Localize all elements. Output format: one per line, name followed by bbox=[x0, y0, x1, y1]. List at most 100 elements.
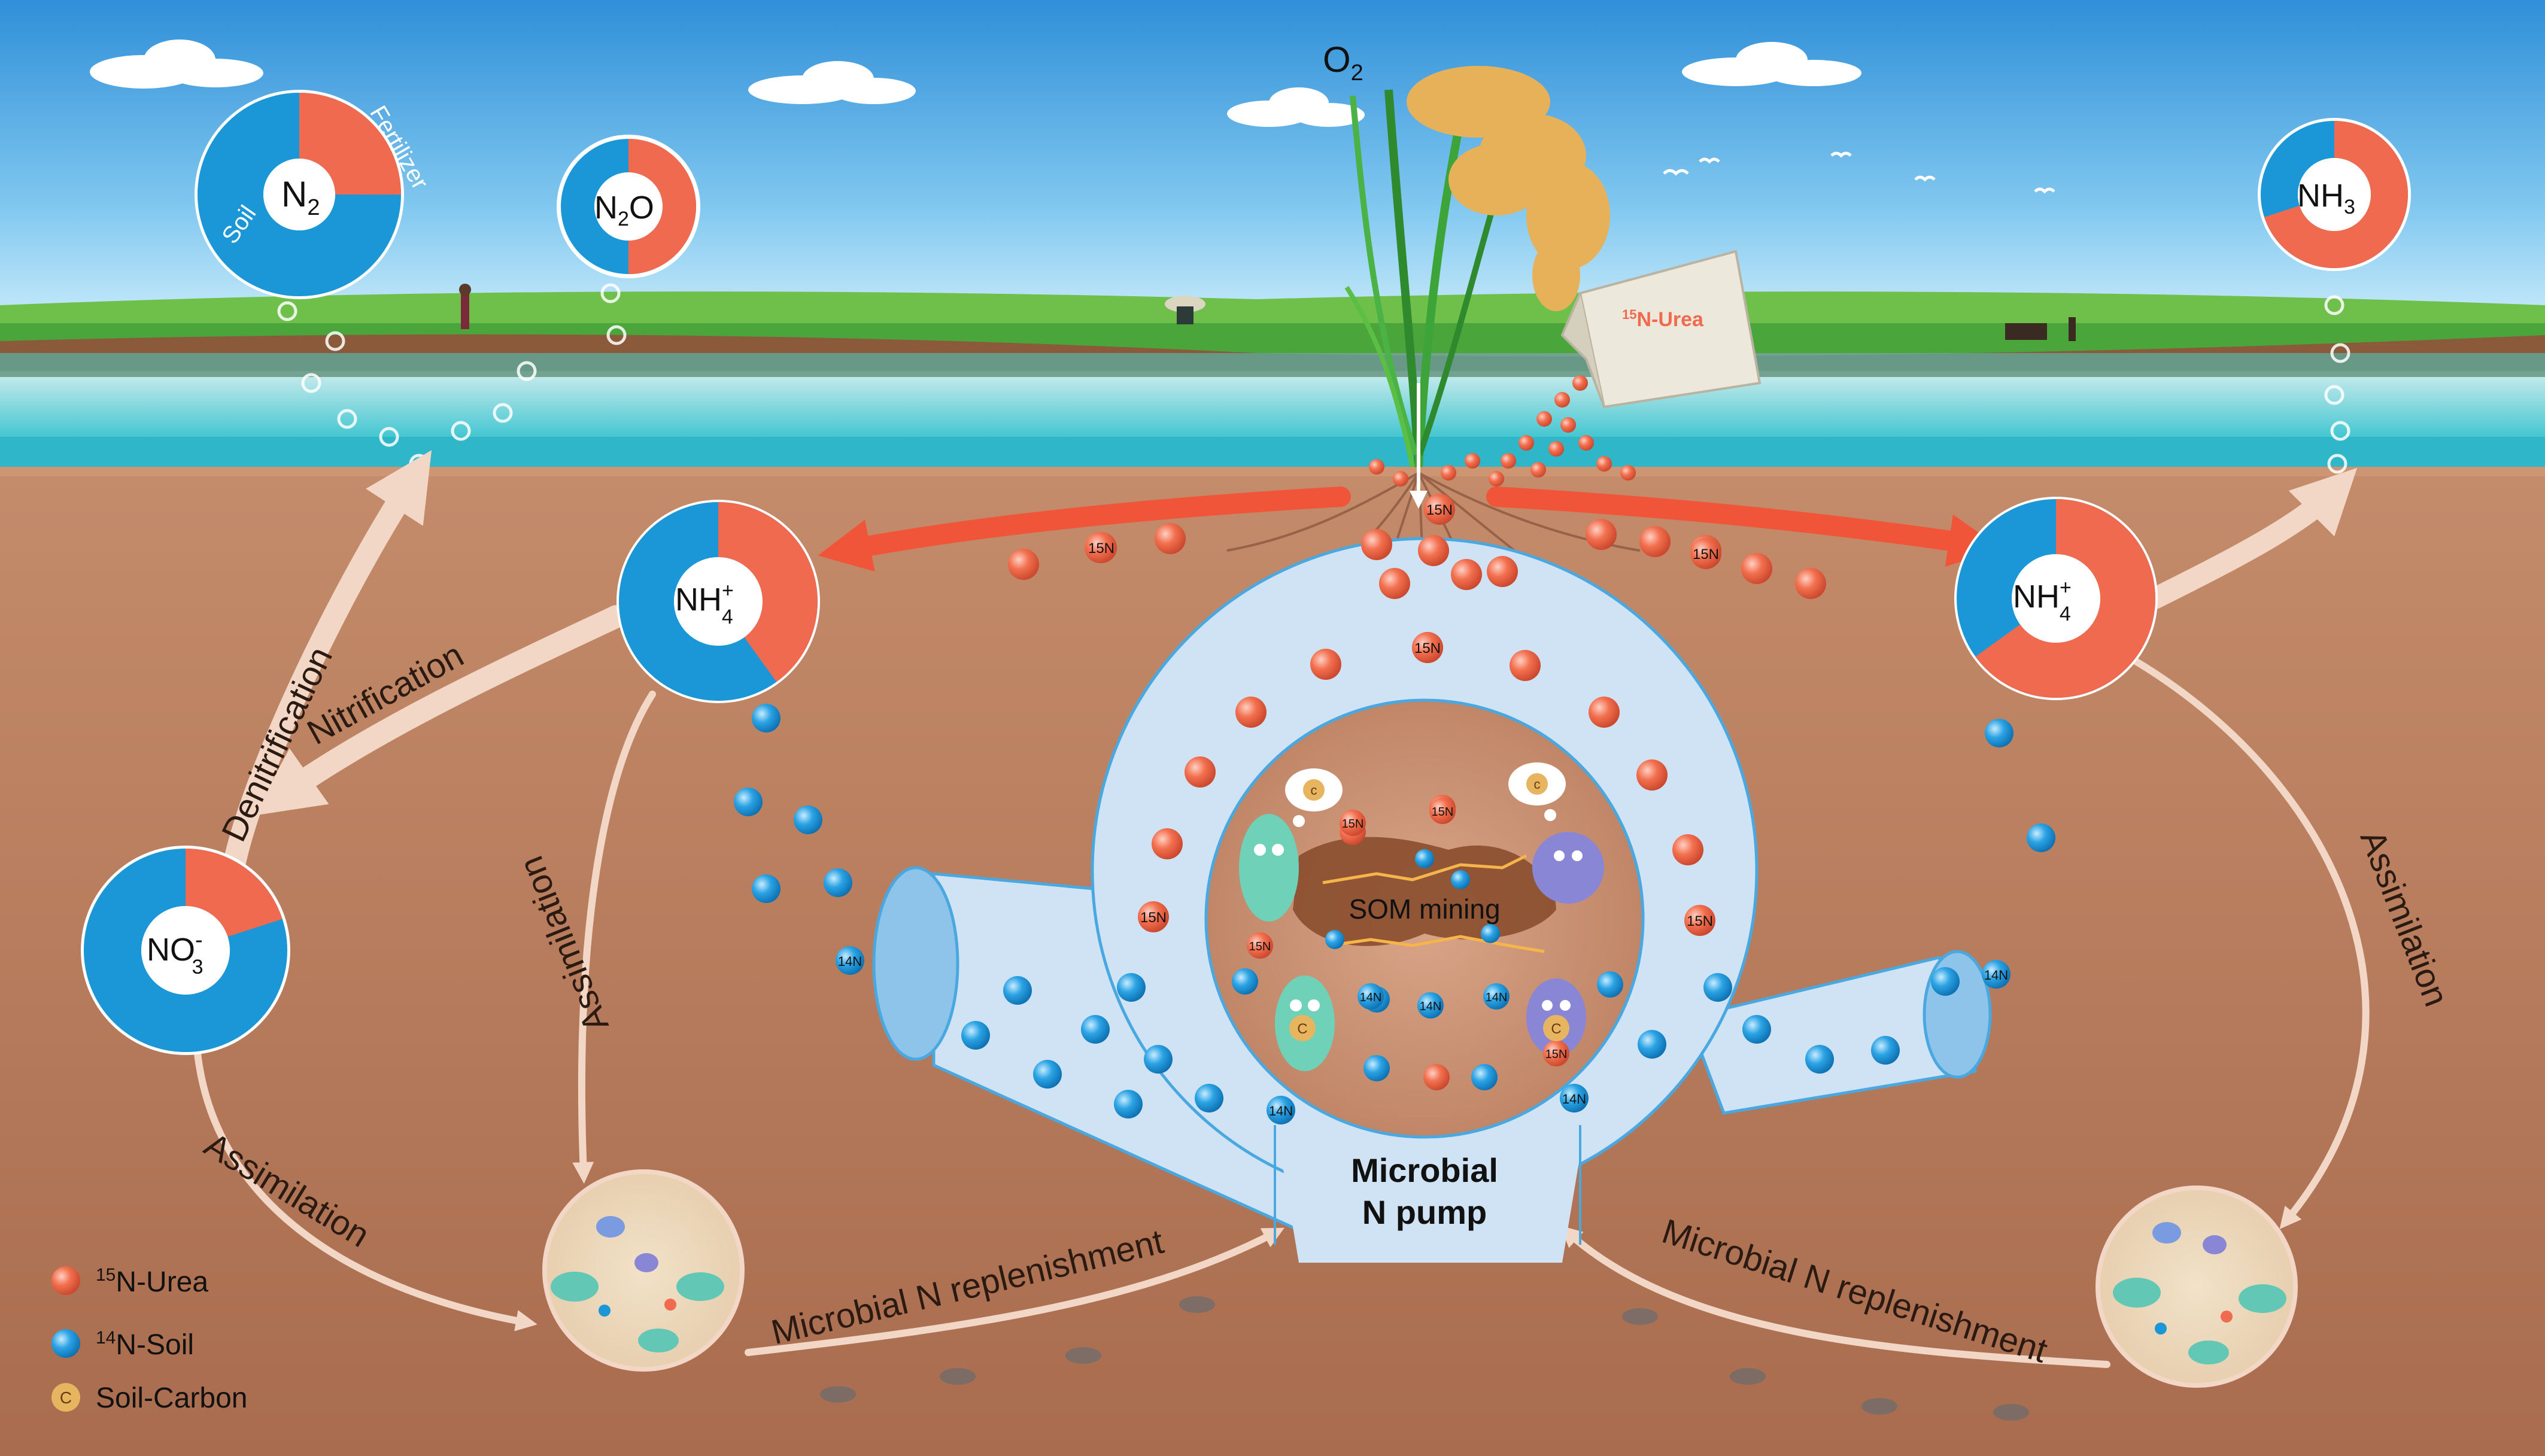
svg-text:15N: 15N bbox=[1426, 502, 1453, 518]
svg-text:C: C bbox=[1551, 1021, 1561, 1037]
n15-particle bbox=[1138, 901, 1169, 932]
som-mass bbox=[1293, 837, 1556, 946]
svg-text:15N: 15N bbox=[1432, 805, 1454, 819]
svg-text:14N: 14N bbox=[1420, 1000, 1442, 1013]
nh4-right-label: NH+4 bbox=[2013, 576, 2072, 625]
legend-carbon-label: Soil-Carbon bbox=[96, 1382, 247, 1414]
microbial-biomass-right bbox=[2095, 1186, 2298, 1388]
svg-text:14N: 14N bbox=[1562, 1092, 1586, 1107]
n15-particle bbox=[1424, 494, 1455, 525]
svg-text:15N: 15N bbox=[1249, 940, 1271, 953]
microbes bbox=[1239, 814, 1604, 1071]
svg-text:14N: 14N bbox=[1486, 991, 1508, 1004]
svg-text:c: c bbox=[1534, 777, 1541, 792]
n2o-fertilizer-segment bbox=[561, 139, 696, 274]
n14-particle bbox=[1417, 992, 1444, 1019]
no3-fertilizer-segment bbox=[84, 849, 287, 1052]
n15-particle bbox=[1543, 1040, 1569, 1066]
urea-to-nh4-left-arrow bbox=[818, 487, 1351, 572]
n15-particle bbox=[1429, 798, 1456, 824]
n2-donut bbox=[195, 90, 404, 299]
svg-text:15N: 15N bbox=[1545, 1048, 1568, 1061]
pump-inlet-opening bbox=[872, 866, 959, 1061]
svg-text:15N: 15N bbox=[1088, 540, 1114, 557]
carbon-particle bbox=[1543, 1015, 1569, 1041]
legend-n14-label: 14N-Soil bbox=[96, 1328, 194, 1361]
pump-base bbox=[1275, 1119, 1586, 1263]
nitrification-arrow bbox=[253, 605, 628, 816]
pump-outlet-opening bbox=[1923, 950, 1992, 1079]
n14-particle bbox=[1357, 983, 1384, 1010]
n14-particle bbox=[836, 946, 864, 975]
n2-label: N2 bbox=[281, 174, 320, 220]
nh4-left-fertilizer-segment bbox=[619, 502, 818, 701]
sky bbox=[0, 0, 2545, 335]
microbe-green-1 bbox=[1239, 814, 1299, 922]
no3-donut bbox=[81, 846, 290, 1055]
svg-text:14N: 14N bbox=[838, 954, 862, 969]
pump-title-2: N pump bbox=[1362, 1193, 1487, 1231]
microbial-biomass-left bbox=[542, 1169, 745, 1372]
urea-flow-arrows bbox=[818, 487, 2002, 572]
n15-particle bbox=[1340, 810, 1366, 836]
n14-particle bbox=[1982, 960, 2011, 989]
assimilation-arrow-no3 bbox=[194, 1050, 537, 1332]
n15-particle bbox=[1412, 632, 1443, 663]
nh4-left-donut bbox=[616, 500, 820, 703]
carbon-particle bbox=[1526, 773, 1548, 795]
microbial-debris bbox=[820, 1296, 2029, 1421]
svg-text:c: c bbox=[1311, 783, 1317, 798]
replenishment-arrow-left bbox=[745, 1227, 1284, 1356]
svg-text:15N: 15N bbox=[1693, 546, 1719, 563]
nh3-fertilizer-segment bbox=[2261, 121, 2408, 268]
pump-outlet-pipe bbox=[1685, 956, 1978, 1115]
n15-particle bbox=[1690, 538, 1721, 569]
field-people bbox=[459, 284, 2076, 341]
n15-particle bbox=[1247, 932, 1273, 959]
nh3-label: NH3 bbox=[2297, 178, 2355, 218]
svg-text:C: C bbox=[1297, 1021, 1307, 1037]
svg-text:14N: 14N bbox=[1360, 991, 1382, 1004]
svg-text:14N: 14N bbox=[1984, 968, 2008, 983]
pump-seam bbox=[1274, 1125, 1581, 1245]
n15-labeled-particles: 15N 15N 15N 15N 15N 15N 15N 15N 15N 15N bbox=[1086, 494, 1721, 1066]
svg-text:15N: 15N bbox=[1687, 913, 1713, 929]
n15-particle bbox=[1684, 905, 1715, 936]
svg-text:15N: 15N bbox=[1140, 910, 1167, 926]
nh3-donut bbox=[2258, 118, 2411, 271]
n15-particle bbox=[1086, 532, 1117, 563]
carbon-particle bbox=[1303, 779, 1325, 801]
clouds bbox=[90, 39, 1861, 127]
nh4-right-fertilizer-segment bbox=[1957, 499, 2155, 698]
svg-text:15N: 15N bbox=[1342, 817, 1364, 831]
legend: 15N-Urea 14N-Soil C Soil-Carbon bbox=[51, 1265, 247, 1414]
n14-particle bbox=[1483, 983, 1510, 1010]
microbe-purple-1 bbox=[1532, 832, 1604, 904]
denitrification-arrow bbox=[222, 450, 432, 879]
legend-carbon-swatch bbox=[51, 1383, 80, 1412]
som-chain bbox=[1322, 854, 1545, 953]
assimilation-arrow-left bbox=[572, 691, 656, 1184]
n14-particles bbox=[734, 704, 2055, 1118]
birds bbox=[1663, 151, 2055, 194]
assimilation-arrow-right bbox=[2127, 655, 2370, 1229]
pump-title-1: Microbial bbox=[1351, 1151, 1498, 1189]
n14-particle bbox=[1560, 1084, 1589, 1112]
rice-grains bbox=[1407, 66, 1610, 311]
urea-bag bbox=[1560, 250, 1762, 409]
n2-fertilizer-segment bbox=[198, 93, 401, 296]
nh4-right-donut bbox=[1954, 497, 2158, 700]
svg-text:14N: 14N bbox=[1269, 1104, 1293, 1118]
nh4-left-label: NH+4 bbox=[675, 579, 734, 628]
svg-text:C: C bbox=[60, 1388, 72, 1407]
gas-bubbles bbox=[277, 283, 2350, 474]
som-mining-label: SOM mining bbox=[1349, 893, 1500, 925]
svg-text:15N: 15N bbox=[1414, 640, 1441, 656]
urea-to-nh4-right-arrow bbox=[1486, 487, 2002, 567]
nh3-volatilization-arrow bbox=[2144, 467, 2358, 609]
n2o-label: N2O bbox=[594, 190, 654, 230]
o2-label: O2 bbox=[1323, 39, 1363, 86]
cycle-arrows bbox=[194, 450, 2370, 1368]
no3-label: NO-3 bbox=[147, 928, 204, 978]
